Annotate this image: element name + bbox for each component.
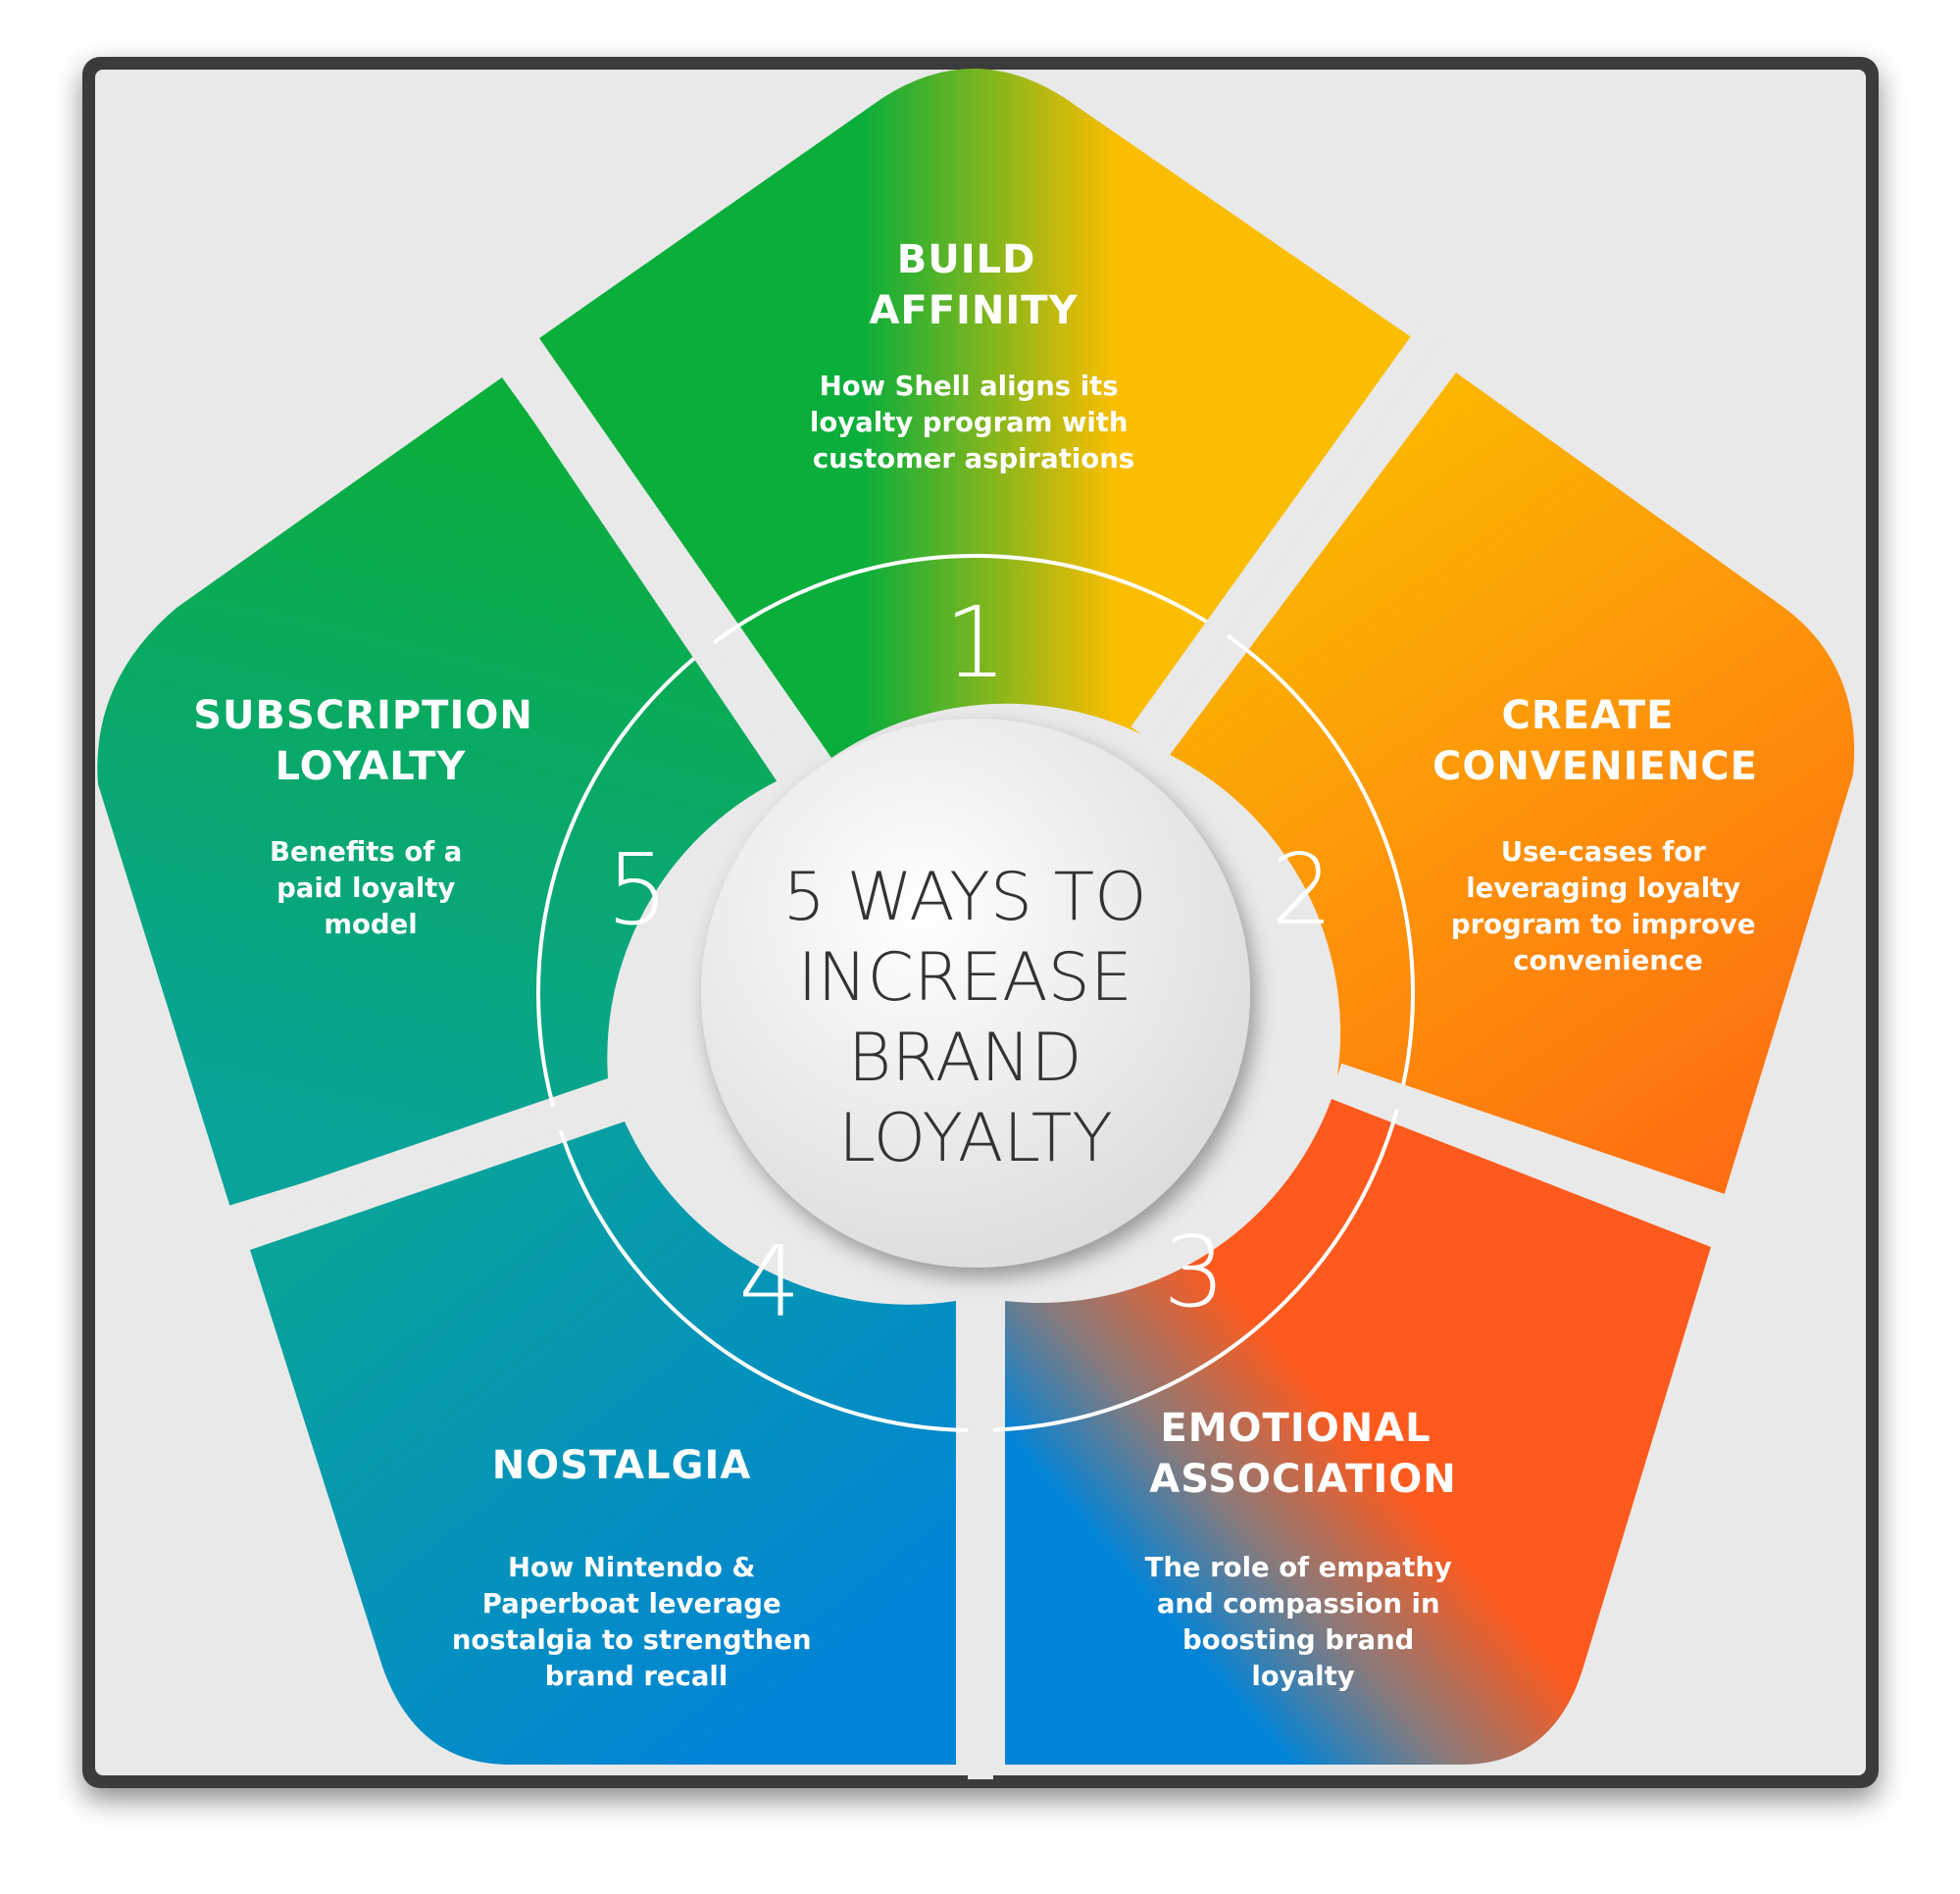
svg-text:The role of empathy and co: The role of empathy and compassion in bo… — [1145, 1552, 1462, 1692]
svg-text:How Nintendo & Paperboat l: How Nintendo & Paperboat leverage nostal… — [452, 1552, 821, 1692]
separator-4-5 — [217, 1085, 628, 1234]
svg-text:BUILD AFFINITY: BUILD AFFINITY — [869, 237, 1078, 333]
center-title-line-4: LOYALTY — [838, 1100, 1113, 1177]
svg-text:NOSTALGIA: NOSTALGIA — [492, 1443, 752, 1488]
segment-5-desc-line-3: model — [324, 909, 417, 940]
segment-5-desc-line-1: Benefits of a — [270, 836, 462, 868]
segment-4-desc-line-2: Paperboat leverage — [482, 1588, 781, 1620]
separator-2-3 — [1332, 1063, 1731, 1221]
svg-text:EMOTIONAL ASSOCIATION: EMOTIONAL ASSOCIATION — [1149, 1406, 1457, 1502]
separator-5-1 — [493, 347, 799, 783]
segment-4-number: 4 — [738, 1224, 801, 1339]
segment-2-desc-line-4: convenience — [1513, 945, 1703, 976]
segment-2-title-line-2: CONVENIENCE — [1432, 744, 1758, 789]
segment-5-desc-line-2: paid loyalty — [276, 872, 455, 904]
center-title-line-1: 5 WAYS TO — [783, 859, 1147, 936]
segment-1-title-line-2: AFFINITY — [869, 288, 1078, 333]
segment-1-desc-line-2: loyalty program with — [810, 407, 1129, 438]
svg-text:Use-cases for leveraging l: Use-cases for leveraging loyalty program… — [1451, 836, 1765, 976]
segment-2-number: 2 — [1271, 832, 1333, 947]
segment-3-title-line-2: ASSOCIATION — [1149, 1457, 1457, 1502]
segment-1-title-line-1: BUILD — [897, 237, 1036, 282]
segment-3-desc-line-2: and compassion in — [1157, 1588, 1440, 1620]
segment-3-desc-line-1: The role of empathy — [1145, 1552, 1452, 1583]
segment-3-desc-line-3: boosting brand — [1182, 1624, 1414, 1656]
segment-2-desc-line-3: program to improve — [1451, 909, 1756, 940]
segment-5-title-line-1: SUBSCRIPTION — [193, 693, 533, 738]
segment-5-shape — [97, 377, 789, 1208]
segment-2-desc-line-1: Use-cases for — [1501, 836, 1706, 868]
segment-4-shape — [250, 1121, 956, 1765]
segment-3-number: 3 — [1163, 1215, 1226, 1329]
segment-3-shape — [1005, 1099, 1711, 1765]
svg-text:5 WAYS TO INCREASE BRA: 5 WAYS TO INCREASE BRAND LOYALTY — [783, 859, 1169, 1177]
svg-text:How Shell aligns its loyal: How Shell aligns its loyalty program wit… — [810, 371, 1137, 474]
segments-group — [97, 69, 1855, 1765]
segment-4-title-line-1: NOSTALGIA — [492, 1443, 752, 1488]
svg-text:CREATE CONVENIENCE: CREATE CONVENIENCE — [1432, 693, 1758, 789]
svg-text:SUBSCRIPTION LOYALTY: SUBSCRIPTION LOYALTY — [193, 693, 548, 789]
separator-1-2 — [1131, 322, 1442, 742]
segment-4-desc-line-4: brand recall — [545, 1661, 729, 1692]
segment-1-number: 1 — [944, 585, 1007, 700]
center-title-line-3: BRAND — [848, 1020, 1082, 1097]
segment-5-title-line-2: LOYALTY — [276, 744, 467, 789]
segment-2-title-line-1: CREATE — [1502, 693, 1675, 738]
segment-4-desc-line-1: How Nintendo & — [508, 1552, 755, 1583]
segment-4-desc-line-3: nostalgia to strengthen — [452, 1624, 812, 1656]
center-title-line-2: INCREASE — [798, 939, 1132, 1017]
segment-2-desc-line-2: leveraging loyalty — [1466, 872, 1740, 904]
segment-1-desc-line-3: customer aspirations — [813, 443, 1134, 474]
svg-text:Benefits of a paid loyalty: Benefits of a paid loyalty model — [270, 836, 472, 940]
segment-5-number: 5 — [606, 832, 669, 947]
segment-separators — [217, 322, 1731, 1779]
segment-2-shape — [1170, 373, 1855, 1206]
center-circle — [701, 719, 1250, 1268]
segment-3-title-line-1: EMOTIONAL — [1160, 1406, 1431, 1451]
segment-1-desc-line-1: How Shell aligns its — [820, 371, 1119, 402]
segment-3-desc-line-4: loyalty — [1251, 1661, 1354, 1692]
segment-1-shape — [539, 69, 1420, 758]
